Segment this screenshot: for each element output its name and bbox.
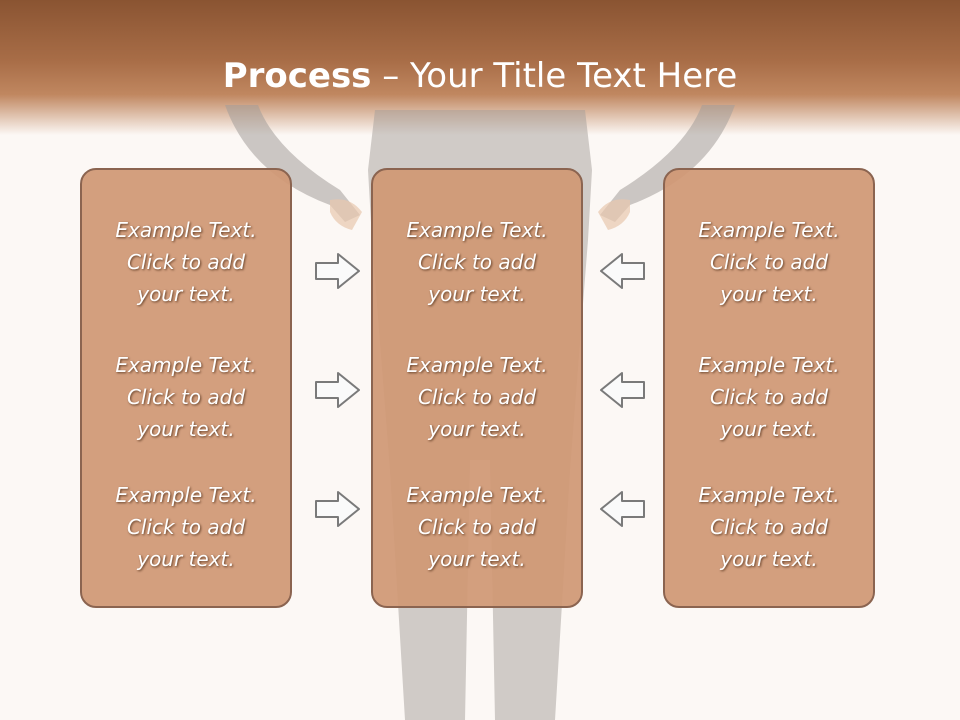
text-line: Example Text. xyxy=(698,218,840,242)
text-line: your text. xyxy=(137,282,235,306)
text-line: Example Text. xyxy=(406,353,548,377)
text-line: Click to add xyxy=(126,385,246,409)
left-arrow-icon xyxy=(600,491,645,527)
text-line: Click to add xyxy=(709,385,829,409)
process-box-right[interactable]: Example Text. Click to add your text. Ex… xyxy=(663,168,875,608)
right-arrow-icon xyxy=(315,491,360,527)
process-box-left[interactable]: Example Text. Click to add your text. Ex… xyxy=(80,168,292,608)
text-line: Example Text. xyxy=(406,218,548,242)
text-block[interactable]: Example Text. Click to add your text. xyxy=(665,349,873,445)
title-rest: – Your Title Text Here xyxy=(371,56,738,96)
text-line: Click to add xyxy=(709,250,829,274)
left-arrow-icon xyxy=(600,253,645,289)
text-line: your text. xyxy=(720,417,818,441)
right-arrow-icon xyxy=(315,253,360,289)
text-line: Example Text. xyxy=(115,218,257,242)
text-block[interactable]: Example Text. Click to add your text. xyxy=(665,479,873,575)
text-line: your text. xyxy=(428,547,526,571)
text-block[interactable]: Example Text. Click to add your text. xyxy=(373,479,581,575)
left-arrow-icon xyxy=(600,372,645,408)
title-bold: Process xyxy=(222,56,372,96)
text-line: Example Text. xyxy=(698,353,840,377)
text-block[interactable]: Example Text. Click to add your text. xyxy=(82,214,290,310)
text-line: your text. xyxy=(137,547,235,571)
text-line: your text. xyxy=(720,282,818,306)
text-block[interactable]: Example Text. Click to add your text. xyxy=(82,349,290,445)
text-block[interactable]: Example Text. Click to add your text. xyxy=(82,479,290,575)
text-line: Click to add xyxy=(126,250,246,274)
text-line: your text. xyxy=(428,417,526,441)
text-line: Click to add xyxy=(709,515,829,539)
text-line: your text. xyxy=(428,282,526,306)
text-line: Click to add xyxy=(417,385,537,409)
text-line: Click to add xyxy=(126,515,246,539)
page-title: Process – Your Title Text Here xyxy=(0,52,960,100)
text-line: Click to add xyxy=(417,515,537,539)
process-box-center[interactable]: Example Text. Click to add your text. Ex… xyxy=(371,168,583,608)
text-line: Example Text. xyxy=(698,483,840,507)
text-block[interactable]: Example Text. Click to add your text. xyxy=(373,214,581,310)
text-line: Example Text. xyxy=(115,483,257,507)
text-line: Example Text. xyxy=(406,483,548,507)
text-line: your text. xyxy=(137,417,235,441)
right-arrow-icon xyxy=(315,372,360,408)
text-line: Click to add xyxy=(417,250,537,274)
text-block[interactable]: Example Text. Click to add your text. xyxy=(665,214,873,310)
text-line: Example Text. xyxy=(115,353,257,377)
text-line: your text. xyxy=(720,547,818,571)
text-block[interactable]: Example Text. Click to add your text. xyxy=(373,349,581,445)
